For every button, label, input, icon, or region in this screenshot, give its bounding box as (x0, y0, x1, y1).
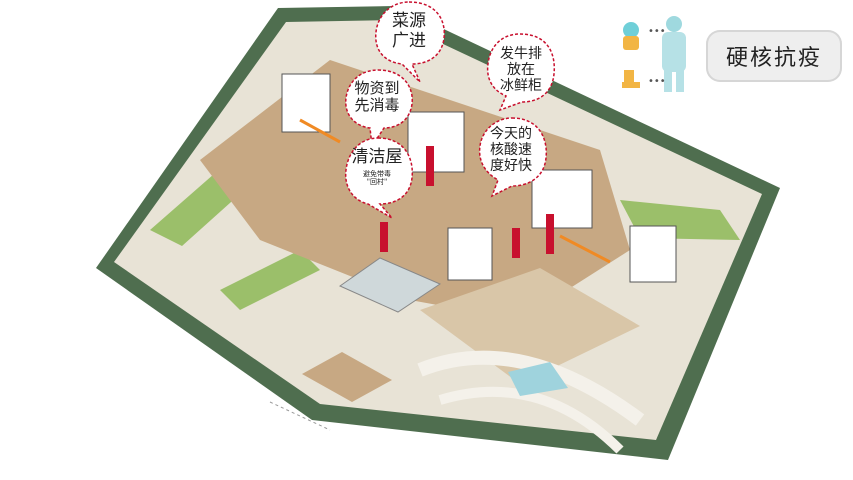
water-pool (508, 362, 568, 396)
red-panel (546, 214, 554, 254)
callout-disinfect: 物资到 先消毒 (345, 79, 409, 115)
title-badge: 硬核抗疫 (706, 30, 842, 82)
dots-separator: ••• (648, 26, 666, 37)
glass-roof (338, 257, 442, 313)
title-text: 硬核抗疫 (725, 46, 822, 71)
callout-text: 清洁屋 (351, 147, 403, 167)
pavilion-block (407, 111, 465, 173)
callout-nucleic-test: 今天的 核酸速 度好快 (482, 126, 540, 174)
medicine-bottle-icon (623, 22, 639, 50)
red-panel (512, 228, 520, 258)
callout-subtext: 避免带毒 "回村" (363, 169, 391, 187)
orange-beam (299, 118, 341, 144)
red-panel (426, 146, 434, 186)
callout-clean-house: 清洁屋 避免带毒 "回村" (345, 147, 409, 187)
red-panel (380, 222, 388, 252)
callout-bubble (486, 33, 556, 112)
entrance-marker (269, 401, 331, 431)
lawn-patch (220, 250, 320, 310)
garden-path (438, 386, 624, 454)
boots-icon (622, 70, 640, 88)
central-plaza (420, 268, 640, 384)
dots-separator: ••• (648, 76, 666, 87)
pavilion-block (447, 227, 493, 281)
callout-text: 菜源 广进 (392, 11, 426, 51)
callout-bubble (478, 117, 548, 198)
pavilion-block (531, 169, 593, 229)
protective-suit-icon (662, 16, 686, 92)
callout-bubble (344, 137, 414, 219)
callout-vegetable-entry: 菜源 广进 (378, 11, 440, 51)
pavilion-block (281, 73, 331, 133)
entrance-ramp (302, 352, 392, 402)
garden-path (417, 350, 645, 426)
callout-bubble (375, 1, 446, 83)
callout-text: 今天的 核酸速 度好快 (490, 126, 532, 175)
pavilion-block (629, 225, 677, 283)
callout-bean-sprouts: 发牛排 放在 冰鲜柜 (491, 46, 551, 94)
callout-text: 物资到 先消毒 (354, 79, 400, 115)
callout-text: 发牛排 放在 冰鲜柜 (500, 46, 542, 95)
orange-beam (559, 234, 611, 264)
